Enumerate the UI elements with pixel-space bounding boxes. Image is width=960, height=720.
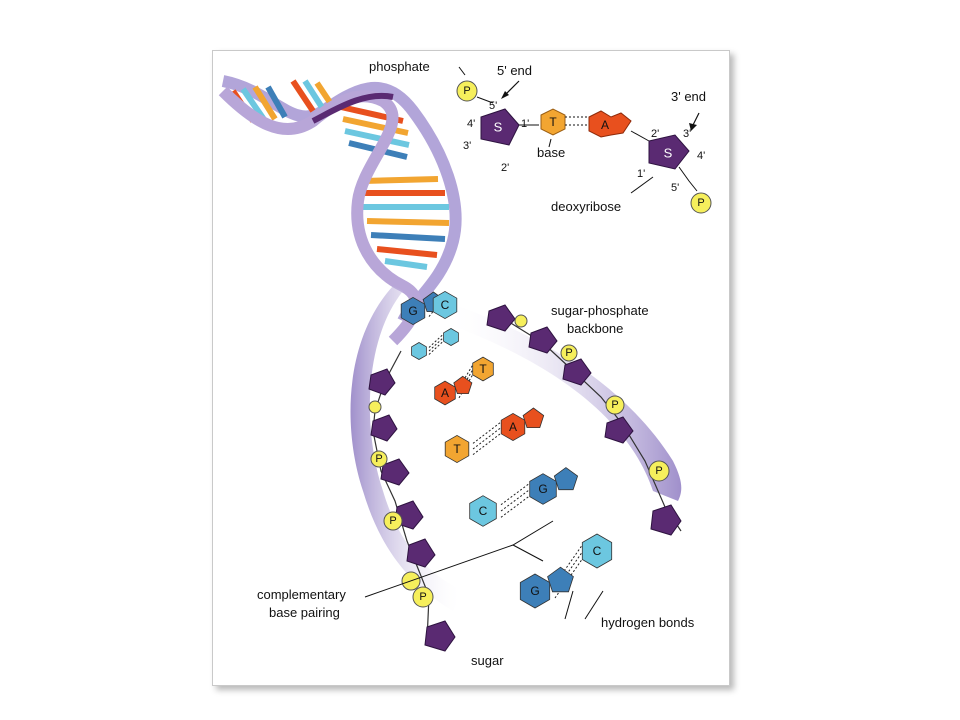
right-base-icon	[581, 533, 613, 569]
phosphate-letter: P	[697, 197, 704, 209]
label-complementary-line2: base pairing	[269, 605, 340, 620]
label-leaders	[364, 520, 604, 620]
left-base-icon	[519, 566, 574, 609]
position-5: 5'	[489, 100, 497, 112]
label-3-prime-end: 3' end	[671, 89, 706, 104]
base-pair: TA	[444, 407, 545, 464]
sugar-icon	[480, 108, 520, 146]
label-sugar: sugar	[471, 653, 504, 668]
position-4: 4'	[697, 150, 705, 162]
left-base-letter: A	[441, 386, 449, 400]
left-base-letter: T	[453, 442, 461, 456]
label-backbone-line2: backbone	[567, 321, 623, 336]
right-base-icon	[432, 290, 458, 320]
phosphate-letter: P	[463, 85, 470, 97]
sugar-letter: S	[664, 146, 673, 161]
left-base-letter: C	[479, 504, 488, 518]
position-3: 3'	[683, 128, 691, 140]
hydrogen-bond	[472, 432, 503, 455]
right-base-icon	[443, 328, 459, 346]
left-base-icon	[434, 375, 473, 406]
base-letter: T	[549, 115, 557, 129]
left-base-letter: G	[408, 304, 417, 318]
right-base-letter: C	[593, 544, 602, 558]
left-base-icon	[469, 495, 497, 527]
left-base-icon	[411, 342, 427, 360]
right-base-letter: C	[441, 298, 450, 312]
label-hydrogen-bonds: hydrogen bonds	[601, 615, 695, 630]
label-phosphate: phosphate	[369, 59, 430, 74]
position-1: 1'	[521, 118, 529, 130]
right-base-icon	[500, 407, 545, 442]
hydrogen-bond	[500, 494, 531, 518]
left-base-icon	[444, 434, 470, 464]
base-pair: CG	[469, 467, 579, 527]
adenine-icon	[588, 110, 632, 138]
double-helix-twist	[218, 75, 462, 346]
right-base-letter: T	[479, 362, 487, 376]
phosphate-letter: P	[611, 399, 618, 411]
position-5: 5'	[671, 182, 679, 194]
phosphate-icon	[456, 80, 478, 102]
nucleotide-detail: P S T A S P 5' 4' 3' 2' 1' 2' 3' 4' 1' 5…	[456, 66, 712, 214]
hydrogen-bond	[500, 482, 531, 506]
phosphate-letter: P	[389, 515, 396, 527]
right-base-letter: A	[509, 420, 517, 434]
base-pair: AT	[434, 356, 494, 406]
hydrogen-bond	[472, 421, 503, 444]
hydrogen-bond	[472, 426, 503, 450]
hydrogen-bond	[428, 336, 445, 352]
base-letter: A	[601, 118, 609, 132]
label-complementary-line1: complementary	[257, 587, 346, 602]
phosphate-letter: P	[565, 347, 572, 359]
phosphate-letter: P	[419, 591, 426, 603]
position-2: 2'	[651, 128, 659, 140]
phosphate-letter: P	[375, 453, 382, 465]
label-base: base	[537, 145, 565, 160]
right-base-icon	[472, 356, 494, 382]
label-5-prime-end: 5' end	[497, 63, 532, 78]
position-4: 4'	[467, 118, 475, 130]
sugar-letter: S	[494, 120, 503, 135]
phosphate-icon	[690, 192, 712, 214]
right-base-letter: G	[538, 482, 547, 496]
position-2: 2'	[501, 162, 509, 174]
base-pair: GC	[519, 533, 613, 609]
thymine-icon	[540, 108, 566, 136]
hydrogen-bond	[500, 488, 531, 512]
label-backbone-line1: sugar-phosphate	[551, 303, 649, 318]
hydrogen-bond	[428, 333, 445, 348]
label-deoxyribose: deoxyribose	[551, 199, 621, 214]
hydrogen-bond	[428, 340, 445, 355]
hydrogen-bond	[428, 310, 435, 317]
base-pair	[411, 328, 459, 360]
position-3: 3'	[463, 140, 471, 152]
right-backbone: P P P P P P	[375, 304, 682, 603]
phosphate-letter: P	[655, 465, 662, 477]
right-base-icon	[529, 467, 579, 505]
left-backbone	[368, 350, 456, 652]
sugar-icon	[648, 134, 690, 170]
position-1: 1'	[637, 168, 645, 180]
left-base-letter: G	[530, 584, 539, 598]
